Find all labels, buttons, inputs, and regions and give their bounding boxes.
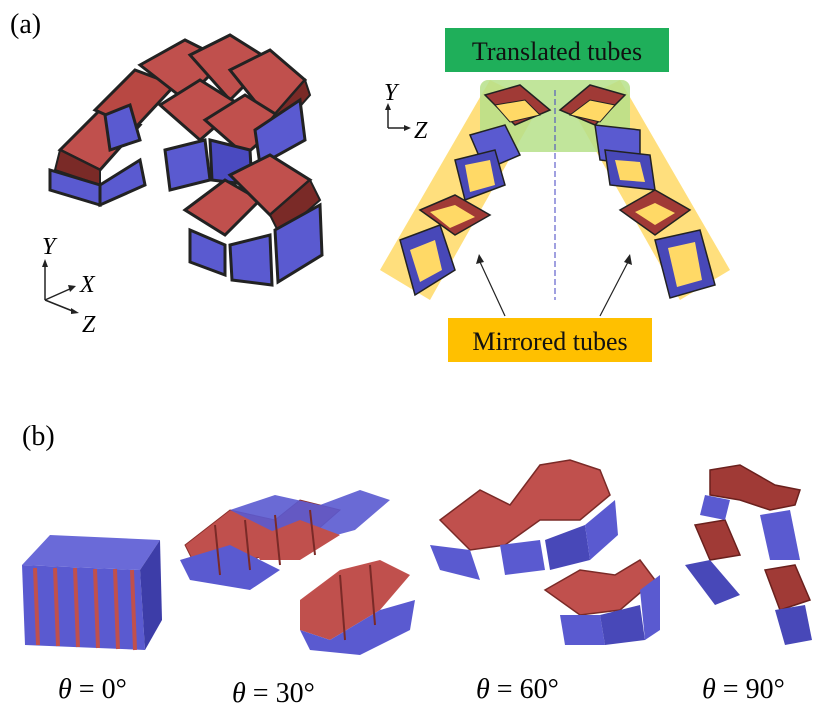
theta-symbol-30: θ: [232, 678, 246, 709]
front-view: Y Z Translated tubes Mirrored tubes: [380, 28, 730, 362]
axis-z-3d: Z: [82, 312, 96, 338]
theta-symbol-60: θ: [476, 674, 490, 705]
tube-chain-left: [399, 84, 552, 297]
tube-chain-right: [558, 84, 716, 299]
svg-text:θ = 0°: θ = 0°: [58, 674, 127, 705]
config-theta-0: [22, 535, 162, 651]
caption-theta-90: θ = 90°: [702, 674, 785, 705]
lower-cluster: [182, 153, 324, 287]
config-theta-30: [180, 490, 415, 655]
theta-value-60: 60°: [520, 674, 559, 705]
axis-y-3d: Y: [42, 234, 58, 260]
mirrored-tubes-text: Mirrored tubes: [472, 327, 627, 356]
translated-tubes-text: Translated tubes: [472, 37, 642, 66]
theta-value-90: 90°: [746, 674, 785, 705]
caption-theta-60: θ = 60°: [476, 674, 559, 705]
svg-text:θ = 60°: θ = 60°: [476, 674, 559, 705]
caption-theta-30: θ = 30°: [232, 678, 315, 709]
axis-x-3d: X: [79, 272, 96, 298]
theta-value-30: 30°: [276, 678, 315, 709]
axes-2d: Y Z: [384, 80, 428, 144]
theta-symbol-0: θ: [58, 674, 72, 705]
upper-arch: [48, 33, 312, 208]
mirrored-tubes-label: Mirrored tubes: [448, 318, 652, 362]
tube-assembly-3d: [48, 33, 324, 287]
axis-z-2d: Z: [414, 118, 428, 144]
svg-text:θ = 30°: θ = 30°: [232, 678, 315, 709]
caption-theta-0: θ = 0°: [58, 674, 127, 705]
config-theta-60: [430, 459, 660, 645]
svg-text:θ = 90°: θ = 90°: [702, 674, 785, 705]
panel-b-label: (b): [22, 421, 55, 452]
panel-a-label: (a): [10, 9, 41, 40]
config-theta-90: [685, 464, 812, 645]
axis-y-2d: Y: [384, 80, 400, 106]
axes-3d: Y X Z: [42, 234, 96, 338]
theta-value-0: 0°: [102, 674, 127, 705]
theta-symbol-90: θ: [702, 674, 716, 705]
arrow-to-left-band: [479, 261, 506, 317]
translated-tubes-label: Translated tubes: [445, 28, 669, 72]
arrow-to-right-band: [599, 261, 629, 317]
